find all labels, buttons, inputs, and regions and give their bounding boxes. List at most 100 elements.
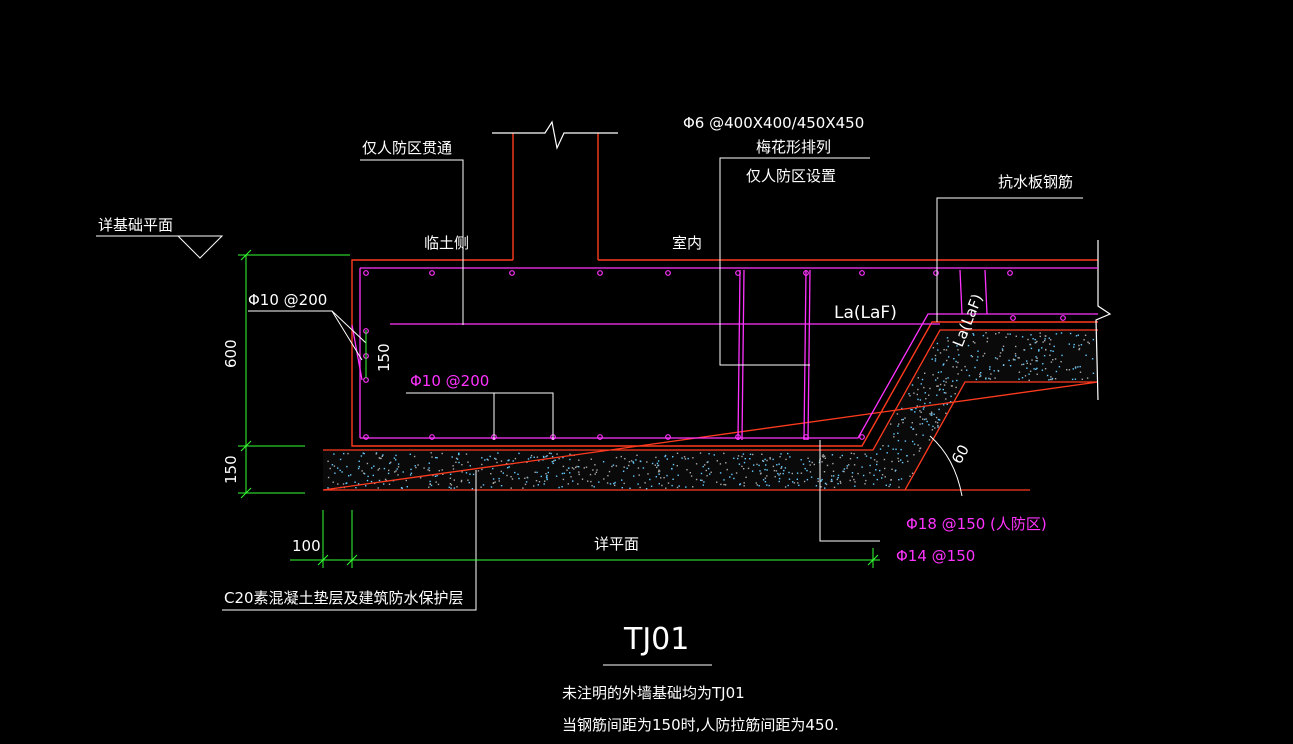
hatch-dot <box>658 470 661 472</box>
hatch-dot <box>856 457 859 459</box>
hatch-dot <box>813 463 815 466</box>
hatch-dot <box>921 378 924 381</box>
hatch-dot <box>334 472 336 474</box>
hatch-dot <box>562 456 564 459</box>
hatch-dot <box>886 452 888 454</box>
hatch-dot <box>791 472 793 475</box>
hatch-dot <box>824 482 827 485</box>
hatch-dot <box>468 481 470 484</box>
hatch-dot <box>945 412 947 414</box>
hatch-dot <box>837 474 840 477</box>
hatch-dot <box>346 482 348 484</box>
slab-break-line <box>1095 240 1112 401</box>
hatch-dot <box>950 385 953 387</box>
hatch-dot <box>902 421 904 424</box>
hatch-dot <box>405 479 407 482</box>
hatch-dot <box>809 464 811 466</box>
hatch-dot <box>934 354 937 357</box>
hatch-dot <box>535 480 538 482</box>
hatch-dot <box>806 479 809 481</box>
hatch-dot <box>644 482 646 484</box>
rebar-section-dot <box>803 434 809 440</box>
hatch-dot <box>410 472 413 474</box>
hatch-dot <box>787 452 789 455</box>
hatch-dot <box>954 393 956 395</box>
hatch-dot <box>940 371 942 373</box>
hatch-dot <box>1030 347 1033 350</box>
hatch-dot <box>896 413 899 415</box>
hatch-dot <box>458 453 460 456</box>
hatch-dot <box>743 461 746 464</box>
hatch-dot <box>865 455 868 457</box>
hatch-dot <box>372 474 374 477</box>
hatch-dot <box>591 485 593 487</box>
hatch-dot <box>942 388 944 391</box>
hatch-dot <box>780 453 782 455</box>
hatch-dot <box>881 477 883 479</box>
hatch-dot <box>849 479 851 482</box>
hatch-dot <box>890 423 892 425</box>
hatch-dot <box>919 399 922 401</box>
hatch-dot <box>606 482 609 484</box>
hatch-dot <box>332 481 334 483</box>
hatch-dot <box>993 370 995 372</box>
rebar-section-dot <box>803 270 809 276</box>
hatch-dot <box>494 481 496 483</box>
hatch-dot <box>723 483 725 486</box>
hatch-dot <box>681 457 683 459</box>
hatch-dot <box>925 398 927 400</box>
dimension-lines <box>238 249 880 568</box>
hatch-dot <box>989 378 992 380</box>
hatch-dot <box>1066 369 1068 371</box>
hatch-dot <box>850 452 853 454</box>
hatch-dot <box>377 469 379 471</box>
hatch-dot <box>919 416 921 418</box>
hatch-dot <box>578 466 580 468</box>
hatch-dot <box>773 469 776 472</box>
hatch-dot <box>382 454 384 456</box>
hatch-dot <box>603 478 605 480</box>
label-soil-side: 临土侧 <box>424 234 469 252</box>
hatch-dot <box>831 480 833 482</box>
hatch-dot <box>926 420 928 423</box>
hatch-dot <box>898 486 900 488</box>
hatch-dot <box>822 456 825 458</box>
hatch-dot <box>467 479 469 481</box>
hatch-dot <box>1079 371 1082 373</box>
hatch-dot <box>383 467 386 470</box>
hatch-dot <box>393 457 396 459</box>
hatch-dot <box>342 483 345 485</box>
hatch-dot <box>864 483 866 485</box>
hatch-dot <box>912 428 914 430</box>
hatch-dot <box>1044 338 1046 340</box>
hatch-dot <box>380 457 382 460</box>
hatch-dot <box>953 358 955 360</box>
rebar-section-dot <box>735 270 741 276</box>
hatch-dot <box>923 386 925 389</box>
hatch-dot <box>843 470 845 473</box>
hatch-dot <box>956 345 958 347</box>
hatch-dot <box>1039 332 1041 334</box>
hatch-dot <box>985 377 987 379</box>
hatch-dot <box>1073 346 1075 348</box>
hatch-dot <box>741 455 743 458</box>
hatch-dot <box>1077 334 1079 336</box>
hatch-dot <box>935 416 938 419</box>
hatch-dot <box>704 464 706 466</box>
hatch-dot <box>864 453 866 455</box>
hatch-dot <box>710 471 712 473</box>
hatch-dot <box>505 462 508 465</box>
rebar-section-dot <box>363 434 369 440</box>
hatch-dot <box>766 459 768 462</box>
hatch-dot <box>453 479 455 481</box>
hatch-dot <box>518 477 520 480</box>
hatch-dot <box>1031 359 1033 361</box>
hatch-dot <box>876 463 878 466</box>
hatch-dot <box>429 483 431 485</box>
hatch-dot <box>775 470 778 472</box>
hatch-dot <box>441 452 443 455</box>
hatch-dot <box>1043 355 1046 357</box>
hatch-dot <box>331 464 334 466</box>
hatch-dot <box>876 478 878 481</box>
hatch-dot <box>498 480 500 482</box>
